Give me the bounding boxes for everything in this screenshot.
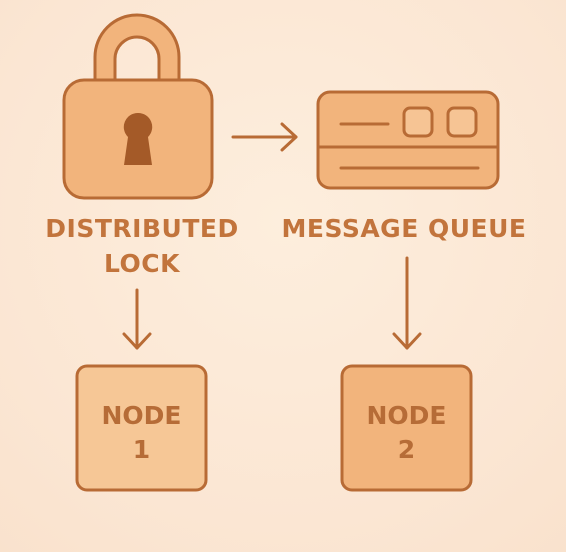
arrow-queue-to-node2	[394, 258, 420, 348]
queue-body	[318, 92, 498, 188]
node2-label-line2: 2	[342, 433, 471, 467]
distributed-lock-label: DISTRIBUTED LOCK	[22, 211, 262, 281]
queue-slot-1-icon	[404, 108, 432, 136]
node2-label: NODE 2	[342, 399, 471, 467]
arrow-lock-to-node1	[124, 290, 150, 348]
distributed-lock-label-line2: LOCK	[22, 246, 262, 281]
padlock-shackle	[95, 15, 179, 80]
message-queue-label-text: MESSAGE QUEUE	[262, 211, 546, 246]
keyhole-icon	[124, 113, 152, 165]
node1-label-line2: 1	[77, 433, 206, 467]
message-queue-label: MESSAGE QUEUE	[262, 211, 546, 246]
node2-label-line1: NODE	[342, 399, 471, 433]
message-queue-icon	[318, 92, 498, 188]
node1-label: NODE 1	[77, 399, 206, 467]
arrow-lock-to-queue	[233, 124, 296, 150]
padlock-icon	[64, 15, 212, 198]
node1-label-line1: NODE	[77, 399, 206, 433]
queue-slot-2-icon	[448, 108, 476, 136]
distributed-lock-label-line1: DISTRIBUTED	[22, 211, 262, 246]
